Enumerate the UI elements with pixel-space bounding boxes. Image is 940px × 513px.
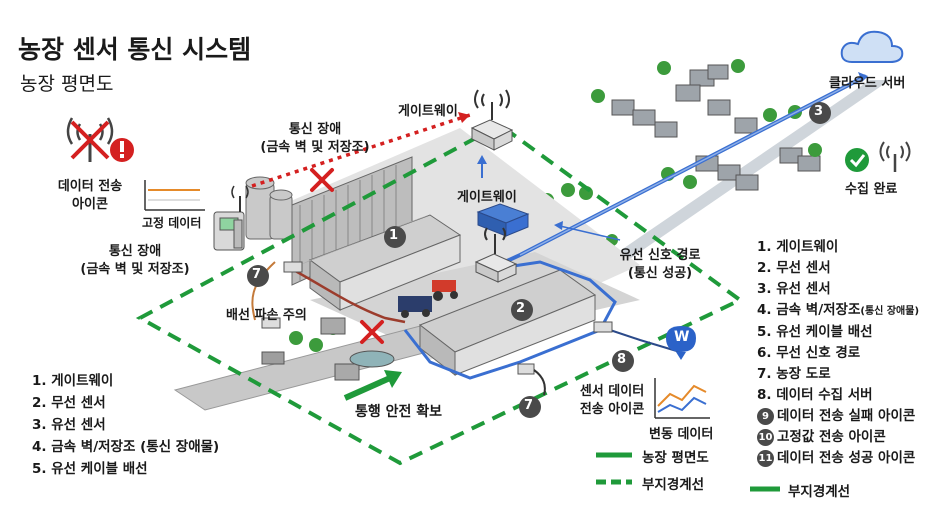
left-list-item-2: 2. 무선 센서 bbox=[32, 395, 106, 411]
right-list-item-8: 8. 데이터 수집 서버 bbox=[757, 387, 873, 403]
wired-sensor-unit bbox=[593, 321, 613, 333]
legend-dashed-label: 부지경계선 bbox=[642, 477, 705, 493]
left-list-item-3: 3. 유선 센서 bbox=[32, 417, 106, 433]
sensor-cable bbox=[533, 369, 546, 396]
safe-passage-label: 통행 안전 확보 bbox=[355, 404, 443, 420]
right-list-item-3: 3. 유선 센서 bbox=[757, 281, 831, 297]
sensor-wire bbox=[251, 261, 276, 321]
wired-path-line2: (통신 성공) bbox=[627, 266, 693, 281]
failed-wireless-signal bbox=[251, 113, 471, 188]
comm-fault-left-line1: 통신 장애 bbox=[108, 244, 162, 259]
cloud-arrowhead bbox=[858, 72, 868, 82]
shed bbox=[320, 317, 346, 335]
cloud-server-label: 클라우드 서버 bbox=[829, 76, 906, 91]
x-mark-icon bbox=[310, 168, 334, 192]
shed bbox=[334, 363, 360, 381]
left-list-item-5: 5. 유선 케이블 배선 bbox=[32, 461, 148, 477]
wifi-badge-letter: W bbox=[674, 329, 690, 345]
right-list-item-2: 2. 무선 센서 bbox=[757, 260, 831, 276]
gateway-top-label: 게이트웨이 bbox=[398, 104, 458, 119]
shed bbox=[261, 351, 285, 365]
fixed-data-chart bbox=[144, 180, 205, 211]
collection-box bbox=[476, 203, 530, 237]
wifi-badge-icon bbox=[666, 326, 696, 360]
marker-1 bbox=[384, 226, 406, 248]
wired-uplink-highlight bbox=[519, 75, 867, 256]
no-signal-icon bbox=[66, 117, 114, 162]
comm-fault-top-line1: 통신 장애 bbox=[288, 122, 342, 137]
gateway-mid bbox=[474, 227, 518, 283]
marker-7a bbox=[247, 265, 269, 287]
site-boundary bbox=[135, 122, 744, 466]
data-tx-icon-line2: 아이콘 bbox=[72, 197, 108, 212]
variable-data-chart bbox=[654, 378, 710, 419]
comm-fault-top-line2: (금속 벽 및 저장조) bbox=[260, 140, 370, 155]
cable-caution-label: 배선 파손 주의 bbox=[226, 308, 307, 323]
sensor-cable bbox=[609, 329, 681, 353]
barn-1 bbox=[300, 214, 462, 311]
marker-1-label: 1 bbox=[389, 228, 399, 243]
wired-sensor-unit bbox=[283, 261, 303, 273]
cloud-icon bbox=[840, 30, 904, 63]
legend-right-label: 부지경계선 bbox=[788, 484, 851, 500]
wired-path-pointer bbox=[559, 225, 621, 241]
comm-fault-left-line2: (금속 벽 및 저장조) bbox=[80, 262, 190, 277]
main-road bbox=[548, 80, 890, 300]
variable-data-label: 변동 데이터 bbox=[649, 427, 714, 442]
storage-tanks bbox=[245, 176, 293, 240]
legend-solid-label: 농장 평면도 bbox=[642, 450, 709, 466]
marker-3-label: 3 bbox=[814, 104, 824, 119]
right-list-item-6: 6. 무선 신호 경로 bbox=[757, 345, 861, 361]
check-icon bbox=[845, 148, 869, 172]
left-legend-list: 1. 게이트웨이 2. 무선 센서 3. 유선 센서 4. 금속 벽/저장조 (… bbox=[32, 370, 219, 480]
wired-sensor-unit bbox=[517, 363, 535, 375]
safe-passage-arrow bbox=[343, 375, 392, 401]
right-legend-list: 1. 게이트웨이 2. 무선 센서 3. 유선 센서 4. 금속 벽/저장조(통… bbox=[757, 237, 919, 469]
right-list-item-1: 1. 게이트웨이 bbox=[757, 239, 839, 255]
sensor-tx-icon-line1: 센서 데이터 bbox=[579, 384, 645, 399]
page-title: 농장 센서 통신 시스템 bbox=[18, 35, 252, 64]
marker-8 bbox=[612, 350, 634, 372]
tractor bbox=[432, 280, 458, 301]
collect-done-label: 수집 완료 bbox=[845, 182, 898, 197]
marker-7b bbox=[519, 396, 541, 418]
marker-2-label: 2 bbox=[516, 301, 526, 316]
gateway-mid-label: 게이트웨이 bbox=[457, 190, 517, 205]
right-list-item-7: 7. 농장 도로 bbox=[757, 366, 831, 382]
gateway-top bbox=[470, 89, 514, 151]
wired-path-pointer-head bbox=[554, 221, 563, 230]
left-list-item-4: 4. 금속 벽/저장조 (통신 장애물) bbox=[32, 439, 220, 455]
x-mark-icon bbox=[360, 320, 384, 344]
data-tx-icon-line1: 데이터 전송 bbox=[57, 179, 123, 194]
marker-3 bbox=[809, 102, 831, 124]
marker-2 bbox=[511, 299, 533, 321]
truck bbox=[398, 296, 432, 318]
damaged-cable bbox=[289, 266, 406, 324]
village-houses bbox=[611, 64, 821, 191]
marker-8-label: 8 bbox=[617, 352, 627, 367]
marker-7a-label: 7 bbox=[252, 267, 262, 282]
wireless-sensor-device bbox=[213, 185, 249, 251]
wired-path-line1: 유선 신호 경로 bbox=[619, 248, 701, 263]
right-list-item-4: 4. 금속 벽/저장조(통신 장애물) bbox=[757, 302, 920, 318]
safe-passage-arrowhead bbox=[384, 370, 402, 388]
sensor-tx-icon-line2: 전송 아이콘 bbox=[579, 402, 645, 417]
failed-signal-arrowhead bbox=[458, 112, 470, 123]
pond bbox=[349, 350, 395, 368]
antenna-icon bbox=[879, 141, 911, 172]
right-list-item-5: 5. 유선 케이블 배선 bbox=[757, 324, 873, 340]
alert-icon bbox=[110, 138, 134, 162]
marker-7b-label: 7 bbox=[524, 398, 534, 413]
barn-2 bbox=[418, 269, 597, 377]
left-list-item-1: 1. 게이트웨이 bbox=[32, 373, 114, 389]
fixed-data-label: 고정 데이터 bbox=[142, 216, 202, 230]
page-subtitle: 농장 평면도 bbox=[20, 73, 114, 95]
wired-sensor-unit bbox=[261, 317, 281, 329]
uplink-arrowhead bbox=[477, 155, 487, 164]
